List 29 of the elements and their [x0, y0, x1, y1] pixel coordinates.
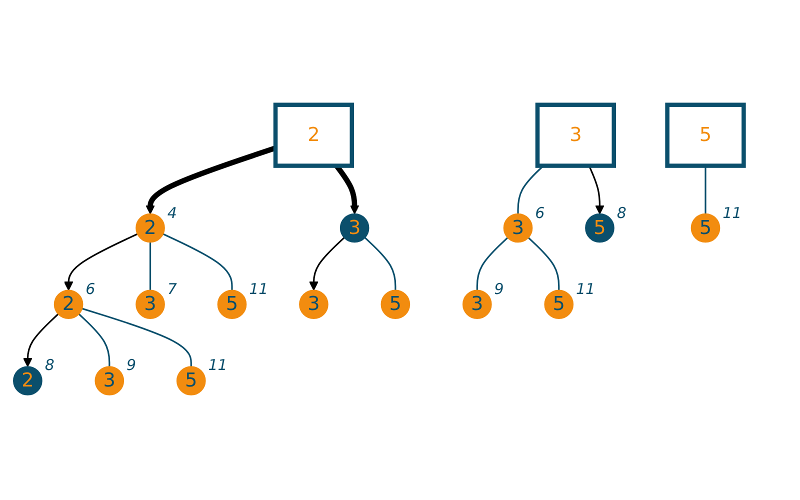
node-circle: 3: [462, 290, 492, 320]
connector: [364, 237, 396, 290]
node-circle: 3: [503, 213, 533, 243]
node-box: 3: [535, 102, 616, 168]
connector: [78, 313, 110, 367]
connector: [149, 242, 152, 290]
connector: [476, 237, 508, 290]
connector: [528, 237, 560, 290]
arrow: [309, 237, 345, 291]
node-circle: 5: [380, 290, 410, 320]
arrow: [64, 233, 138, 291]
node-circle: 3: [299, 290, 328, 320]
node-circle: 5: [217, 290, 247, 320]
node-circle: 2: [136, 213, 165, 243]
connector: [704, 166, 706, 214]
connector: [82, 308, 192, 367]
node-circle: 5: [176, 366, 206, 396]
node-circle: 2: [13, 366, 42, 396]
node-circle: 3: [136, 290, 165, 320]
node-circle: 5: [544, 290, 574, 320]
node-box: 5: [665, 102, 746, 168]
node-circle: 5: [690, 213, 720, 243]
node-circle: 3: [94, 366, 124, 396]
node-circle: 3: [340, 213, 370, 243]
node-box: 2: [273, 102, 354, 168]
arrow: [22, 313, 59, 368]
connector: [162, 233, 233, 290]
node-circle: 2: [54, 290, 84, 320]
node-circle: 5: [585, 213, 614, 243]
